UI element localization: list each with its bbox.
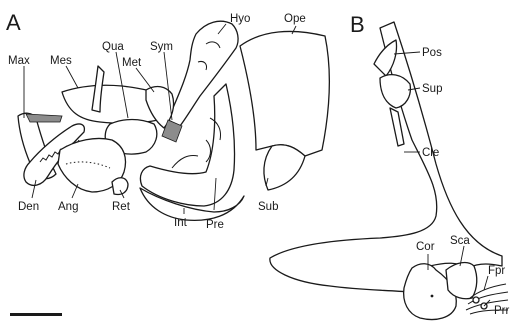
- label-max: Max: [8, 55, 30, 67]
- label-prr: Prr: [494, 305, 510, 317]
- label-ope: Ope: [284, 13, 306, 25]
- label-fpr: Fpr: [488, 265, 505, 277]
- panel-a-drawing: [18, 21, 329, 220]
- supracleithrum-spine: [390, 108, 404, 146]
- scapula-bone: [446, 263, 477, 299]
- label-cle: Cle: [422, 147, 439, 159]
- supracleithrum-bone: [380, 75, 410, 108]
- opercle-bone: [240, 31, 329, 156]
- fin-ray-joint-1: [473, 297, 479, 303]
- label-sub: Sub: [258, 201, 278, 213]
- label-mes: Mes: [50, 55, 72, 67]
- scale-bar: [10, 313, 62, 316]
- label-sym: Sym: [150, 41, 173, 53]
- label-cor: Cor: [416, 241, 435, 253]
- label-hyo: Hyo: [230, 13, 250, 25]
- label-ret: Ret: [112, 201, 131, 213]
- subopercle-bone: [264, 145, 305, 190]
- label-qua: Qua: [102, 41, 124, 53]
- retroarticular-bone: [112, 178, 128, 195]
- label-sca: Sca: [450, 235, 470, 247]
- coracoid-foramen: [431, 295, 434, 298]
- label-ang: Ang: [58, 201, 78, 213]
- label-pos: Pos: [422, 47, 442, 59]
- label-den: Den: [18, 201, 39, 213]
- maxilla-ligament: [26, 114, 62, 122]
- panel-label-a: A: [6, 10, 21, 35]
- label-int: Int: [174, 217, 188, 229]
- label-met: Met: [122, 57, 142, 69]
- label-pre: Pre: [206, 219, 224, 231]
- label-sup: Sup: [422, 83, 442, 95]
- panel-label-b: B: [350, 12, 365, 37]
